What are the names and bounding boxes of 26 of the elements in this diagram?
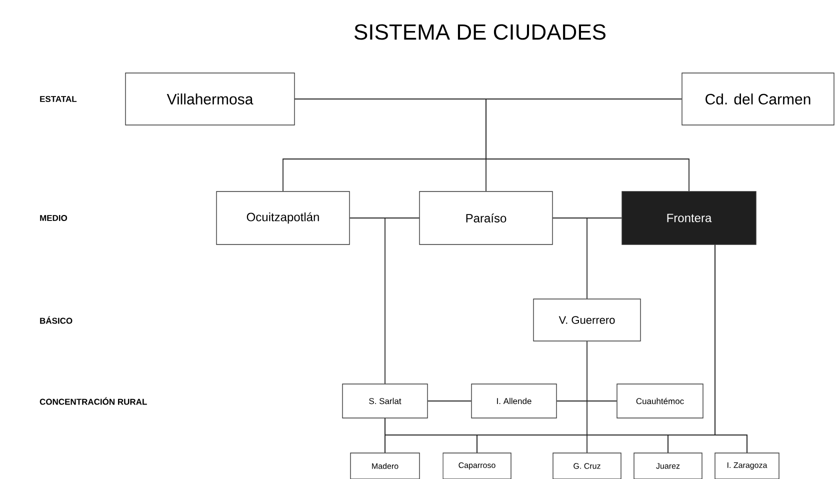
level-label: MEDIO: [40, 215, 68, 221]
city-box: Ocuitzapotlán: [216, 191, 350, 245]
level-label: ESTATAL: [40, 96, 77, 102]
connector-line: [294, 98, 690, 192]
city-box: G. Cruz: [552, 452, 622, 479]
connector-line: [714, 244, 748, 454]
level-label: CONCENTRACIÓN RURAL: [40, 397, 147, 405]
city-box: Paraíso: [419, 191, 553, 245]
city-box: Frontera: [622, 191, 756, 245]
city-box: Cuauhtémoc: [616, 384, 704, 418]
city-box: I. Zaragoza: [714, 452, 780, 479]
city-box: V. Guerrero: [533, 298, 641, 342]
city-box: Madero: [350, 452, 420, 479]
connector-line: [556, 400, 618, 402]
city-box: Villahermosa: [125, 72, 295, 126]
city-box: Juarez: [634, 452, 702, 479]
city-box: S. Sarlat: [342, 384, 428, 418]
city-box: Caparroso: [442, 452, 512, 479]
level-label: BÁSICO: [40, 316, 72, 324]
connector-line: [427, 400, 472, 402]
title: SISTEMA DE CIUDADES: [354, 24, 606, 40]
connector-line: [586, 340, 588, 454]
connector-line: [552, 218, 588, 300]
city-box: I. Allende: [471, 384, 557, 418]
city-box: Cd. del Carmen: [682, 72, 834, 126]
connector-line: [384, 218, 420, 384]
